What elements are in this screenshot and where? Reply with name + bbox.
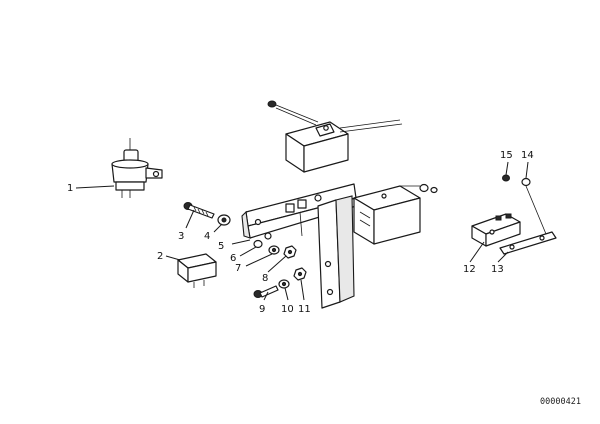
callout-4: 4 (204, 223, 223, 242)
callout-7: 7 (235, 253, 273, 274)
part-9-screw (253, 285, 279, 298)
callout-3: 3 (178, 209, 195, 242)
callout-label-14: 14 (521, 150, 534, 161)
control-unit-box (353, 183, 438, 245)
callout-10: 10 (281, 287, 294, 315)
callout-label-8: 8 (262, 273, 268, 284)
part-11-nut (293, 267, 307, 281)
callout-14: 14 (521, 150, 534, 179)
callout-label-3: 3 (178, 231, 184, 242)
part-13-plate (499, 185, 557, 255)
callout-11: 11 (298, 279, 311, 315)
callout-5: 5 (218, 239, 251, 252)
callout-label-11: 11 (298, 304, 311, 315)
callout-label-9: 9 (259, 304, 265, 315)
callout-label-5: 5 (218, 241, 224, 252)
part-8-nut (283, 245, 297, 259)
part-2-relay (177, 253, 217, 288)
part-15-washer (502, 174, 510, 182)
callout-label-6: 6 (230, 253, 236, 264)
part-1-solenoid-unit (111, 138, 163, 198)
callout-13: 13 (491, 251, 509, 275)
callout-label-7: 7 (235, 263, 241, 274)
part-4-washer (217, 214, 231, 226)
part-10-washer (278, 279, 290, 289)
callout-label-13: 13 (491, 264, 504, 275)
upper-relay-box (267, 100, 403, 173)
document-number: 00000421 (540, 397, 581, 407)
callout-1: 1 (67, 183, 115, 194)
callout-label-2: 2 (157, 251, 163, 262)
callout-label-12: 12 (463, 264, 476, 275)
callout-2: 2 (157, 251, 181, 262)
part-7-washer (268, 245, 280, 255)
callout-label-15: 15 (500, 150, 513, 161)
part-6-nut (253, 239, 263, 249)
part-3-screw (183, 202, 215, 219)
part-14-nut (521, 177, 531, 187)
callout-12: 12 (463, 241, 485, 275)
callout-8: 8 (262, 255, 287, 284)
callout-9: 9 (259, 291, 269, 315)
callout-15: 15 (500, 150, 513, 176)
callout-label-10: 10 (281, 304, 294, 315)
callout-label-1: 1 (67, 183, 73, 194)
part-12-connector (471, 213, 521, 247)
callout-6: 6 (230, 246, 257, 264)
callout-label-4: 4 (204, 231, 210, 242)
